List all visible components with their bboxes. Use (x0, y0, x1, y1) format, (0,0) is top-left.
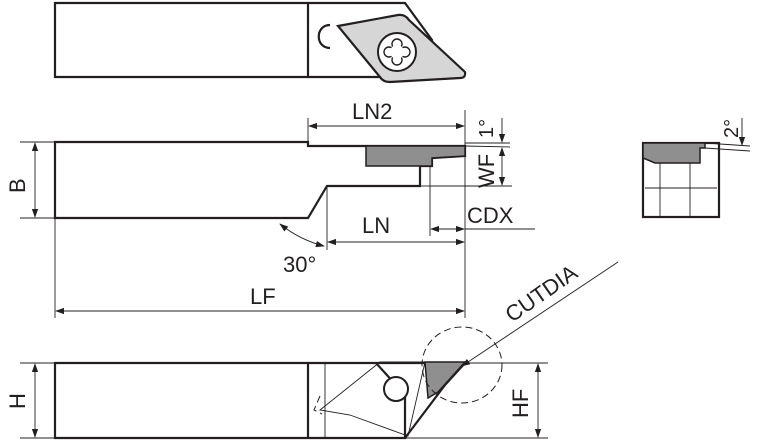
hf-label: HF (508, 389, 533, 418)
side-view: B LN2 1° WF CDX LN 30° LF (5, 99, 535, 318)
bottom-view: CUTDIA H HF (5, 259, 619, 440)
lf-label: LF (250, 284, 276, 309)
cutdia-leader-line (461, 261, 619, 367)
bottom-view-insert-tip (424, 361, 467, 400)
angle-1-label: 1° (476, 119, 498, 138)
end-view: 2° (641, 118, 751, 219)
angle-2-label: 2° (721, 119, 743, 138)
bottom-view-shank-outline (53, 361, 407, 440)
cutdia-detail-circle (421, 326, 503, 404)
b-label: B (5, 178, 30, 193)
bottom-view-screw-hole (383, 376, 409, 402)
angle-30-label: 30° (283, 252, 316, 277)
end-view-insert (642, 142, 706, 164)
angle-30-arc (279, 223, 325, 248)
ln2-label: LN2 (352, 99, 392, 124)
top-view (53, 1, 467, 84)
cutdia-label: CUTDIA (501, 259, 583, 327)
side-view-insert (365, 145, 466, 167)
cdx-label: CDX (467, 203, 514, 228)
side-view-insert-seat (419, 165, 431, 187)
ln-label: LN (362, 213, 390, 238)
bottom-view-hidden-line (313, 395, 323, 415)
top-view-clamp-pocket (317, 23, 331, 50)
torx-screw-icon (383, 38, 411, 66)
bottom-view-insert-outline (318, 361, 426, 437)
wf-label: WF (474, 154, 499, 188)
h-label: H (5, 393, 30, 409)
